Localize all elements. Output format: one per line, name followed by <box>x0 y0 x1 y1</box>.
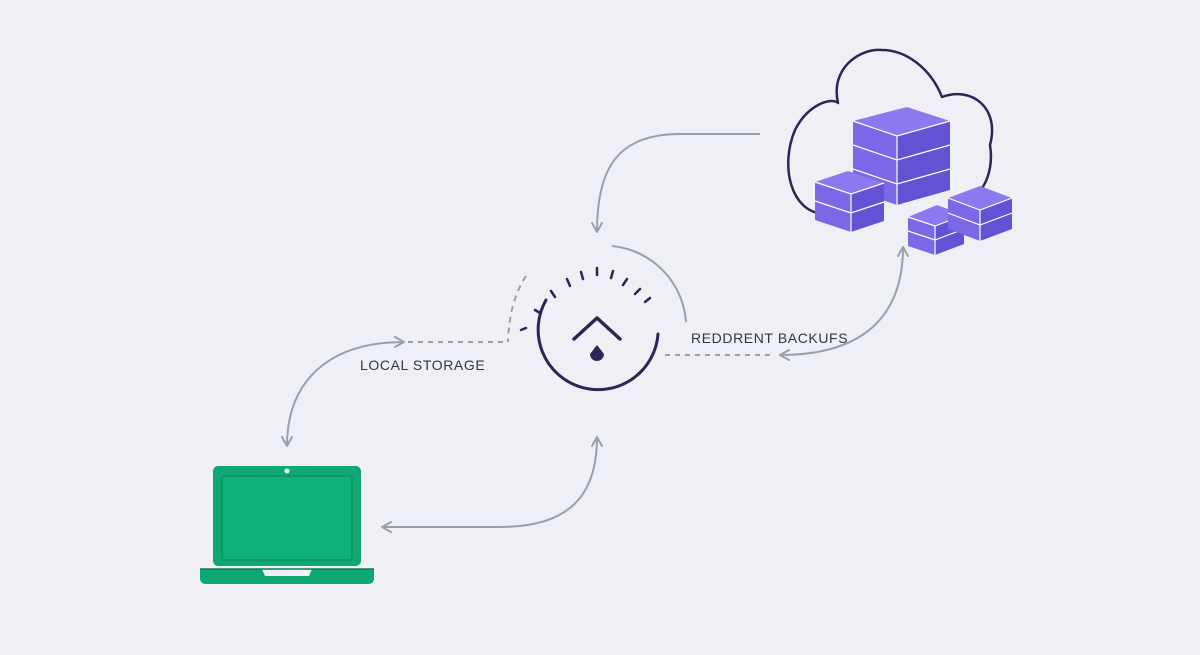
cloud-server-icon <box>787 48 1013 255</box>
connector-cloud-to-hub <box>591 133 760 233</box>
hub-drop-icon <box>590 345 604 361</box>
sync-hub-icon <box>507 245 687 392</box>
laptop-screen <box>221 475 353 561</box>
hub-chevron-up-icon <box>572 316 622 341</box>
label-redundant-backups: REDDRENT BACKUFS <box>691 330 848 346</box>
connector-laptop-local-storage <box>281 336 405 447</box>
laptop-base <box>200 569 374 584</box>
laptop-camera <box>284 468 290 474</box>
hub-dashed-arc <box>507 275 527 343</box>
server-stack-left <box>814 171 885 232</box>
hub-ring <box>536 298 660 392</box>
laptop-trackpad-notch <box>262 569 312 576</box>
server-stack-right <box>947 186 1013 241</box>
connectors <box>281 133 909 533</box>
server-block <box>852 144 951 184</box>
server-block <box>852 107 951 160</box>
connector-laptop-to-hub <box>381 436 603 533</box>
hub-progress-ticks <box>519 266 652 332</box>
connector-backups-to-cloud <box>779 246 909 361</box>
laptop-icon <box>200 466 374 584</box>
hub-outer-arc <box>611 245 687 323</box>
label-local-storage: LOCAL STORAGE <box>360 357 485 373</box>
cloud-outline <box>787 48 994 216</box>
